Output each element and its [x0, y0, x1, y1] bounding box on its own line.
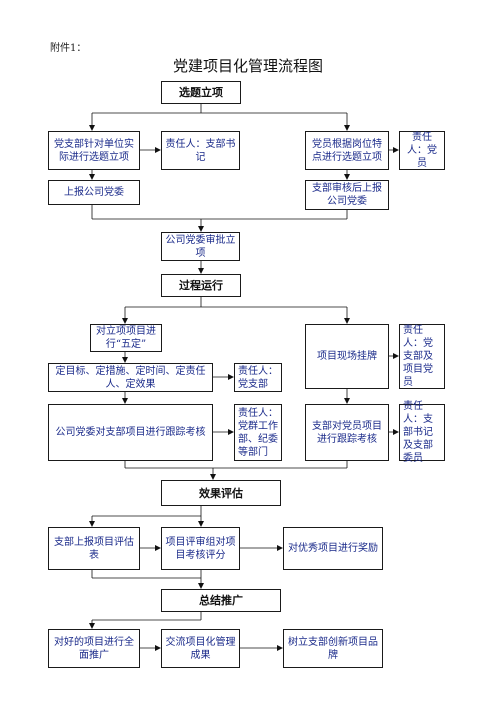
node-branch-resp[interactable]: 责任人：支部书记 [161, 131, 240, 170]
node-set-targets-resp[interactable]: 责任人：党支部 [234, 363, 282, 392]
node-report-company[interactable]: 上报公司党委 [48, 180, 140, 205]
node-reward[interactable]: 对优秀项目进行奖励 [283, 527, 383, 570]
node-set-targets[interactable]: 定目标、定措施、定时间、定责任人、定效果 [48, 363, 213, 392]
node-brand[interactable]: 树立支部创新项目品牌 [283, 629, 383, 668]
node-promote[interactable]: 对好的项目进行全面推广 [48, 629, 140, 668]
stage-effect-evaluation[interactable]: 效果评估 [161, 480, 281, 506]
node-exchange[interactable]: 交流项目化管理成果 [161, 629, 240, 668]
node-company-approve[interactable]: 公司党委审批立项 [161, 232, 240, 261]
node-eval-report[interactable]: 支部上报项目评估表 [48, 527, 140, 570]
node-branch-track[interactable]: 支部对党员项目进行跟踪考核 [305, 404, 389, 461]
node-branch-track-resp[interactable]: 责任人：支部书记及支部委员 [399, 401, 445, 464]
node-eval-panel[interactable]: 项目评审组对项目考核评分 [161, 527, 240, 570]
node-company-track-resp[interactable]: 责任人：党群工作部、纪委等部门 [234, 404, 282, 461]
node-five-fix[interactable]: 对立项项目进行“五定” [90, 324, 162, 352]
stage-process-operation[interactable]: 过程运行 [161, 274, 241, 297]
annex-label: 附件1： [50, 43, 87, 54]
stage-summary-promotion[interactable]: 总结推广 [161, 589, 281, 612]
node-onsite-resp[interactable]: 责任人：党支部及项目党员 [399, 324, 445, 389]
node-member-topic[interactable]: 党员根据岗位特点进行选题立项 [305, 131, 389, 170]
node-branch-topic[interactable]: 党支部针对单位实际进行选题立项 [48, 131, 140, 170]
node-branch-review[interactable]: 支部审核后上报公司党委 [305, 180, 389, 210]
page-title: 党建项目化管理流程图 [172, 57, 323, 75]
node-member-resp[interactable]: 责任人：党员 [399, 131, 445, 170]
node-onsite-plaque[interactable]: 项目现场挂牌 [305, 324, 389, 389]
stage-topic-selection[interactable]: 选题立项 [161, 81, 241, 104]
node-company-track[interactable]: 公司党委对支部项目进行跟踪考核 [48, 404, 213, 461]
